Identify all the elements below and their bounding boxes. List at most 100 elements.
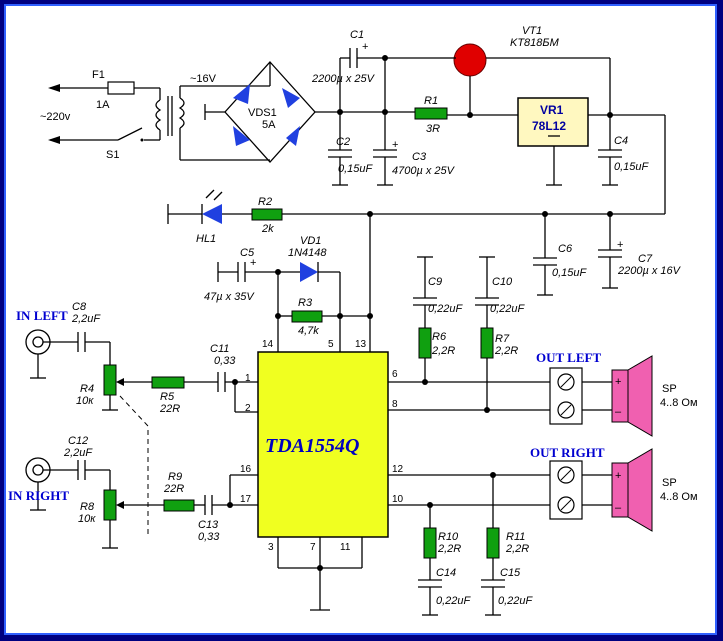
resistor-r6: R6 2,2R <box>418 305 455 382</box>
pot-r4: R4 10к <box>76 364 152 411</box>
resistor-r2: R2 2k <box>222 196 665 235</box>
secondary-voltage: ~16V <box>190 73 217 85</box>
resistor-r5: R5 22R <box>151 376 218 415</box>
svg-text:C8: C8 <box>72 301 87 313</box>
cap-c9: C9 0,22uF <box>413 256 464 315</box>
resistor-r3: R3 4,7k <box>278 297 370 337</box>
svg-text:C10: C10 <box>492 276 513 288</box>
svg-text:C7: C7 <box>638 253 653 265</box>
svg-text:10к: 10к <box>76 395 94 407</box>
svg-text:C11: C11 <box>210 343 229 355</box>
c2-value: 0,15uF <box>338 163 374 175</box>
svg-text:2,2uF: 2,2uF <box>71 313 101 325</box>
cap-c12: C12 2,2uF <box>63 435 111 490</box>
svg-text:3: 3 <box>268 542 274 553</box>
svg-text:C5: C5 <box>240 247 255 259</box>
speaker-right: + – SP 4..8 Ом <box>611 448 698 532</box>
bridge-ref: VDS1 <box>248 107 277 119</box>
in-left-label: IN LEFT <box>16 308 68 323</box>
svg-text:13: 13 <box>355 339 367 350</box>
svg-text:C12: C12 <box>68 435 88 447</box>
mains-voltage: ~220v <box>40 111 71 123</box>
svg-text:R1: R1 <box>424 95 438 107</box>
svg-text:R5: R5 <box>160 391 175 403</box>
svg-text:C13: C13 <box>198 519 219 531</box>
svg-text:3R: 3R <box>426 123 440 135</box>
svg-text:1N4148: 1N4148 <box>288 247 327 259</box>
cap-c5: + C5 47µ x 35V <box>204 247 300 303</box>
svg-text:+: + <box>615 470 621 482</box>
svg-text:+: + <box>617 239 623 251</box>
svg-text:4..8 Ом: 4..8 Ом <box>660 397 698 409</box>
svg-text:R6: R6 <box>432 331 447 343</box>
svg-text:0,15uF: 0,15uF <box>552 267 588 279</box>
terminal-out-left: OUT LEFT <box>536 350 612 425</box>
svg-text:R4: R4 <box>80 383 94 395</box>
vt1-ref: VT1 <box>522 25 542 37</box>
svg-text:–: – <box>615 406 622 418</box>
fuse-rating: 1A <box>96 99 110 111</box>
cap-c6: C6 0,15uF <box>533 214 588 296</box>
svg-text:C6: C6 <box>558 243 573 255</box>
svg-text:2200µ x 16V: 2200µ x 16V <box>617 265 682 277</box>
fuse-ref: F1 <box>92 69 105 81</box>
led-hl1: HL1 <box>167 189 223 245</box>
svg-text:R3: R3 <box>298 297 313 309</box>
svg-text:0,22uF: 0,22uF <box>490 303 526 315</box>
svg-text:0,22uF: 0,22uF <box>428 303 464 315</box>
switch-s1: S1 <box>106 127 161 161</box>
svg-text:SP: SP <box>662 383 677 395</box>
svg-text:R10: R10 <box>438 531 459 543</box>
chip-tda1554q: TDA1554Q 14 5 13 1 2 16 17 6 8 12 10 3 7… <box>240 339 404 553</box>
fuse-f1: F1 1A <box>92 69 161 111</box>
svg-text:7: 7 <box>310 542 316 553</box>
svg-text:R11: R11 <box>506 531 525 543</box>
svg-text:2: 2 <box>245 403 251 414</box>
svg-text:R9: R9 <box>168 471 182 483</box>
svg-text:0,15uF: 0,15uF <box>614 161 650 173</box>
svg-text:1: 1 <box>245 373 251 384</box>
cap-c7: + C7 2200µ x 16V <box>598 214 682 289</box>
svg-text:6: 6 <box>392 369 398 380</box>
resistor-r11: R11 2,2R <box>486 475 529 580</box>
svg-text:2k: 2k <box>261 223 274 235</box>
bridge-rating: 5A <box>262 119 276 131</box>
out-left-label: OUT LEFT <box>536 350 601 365</box>
svg-text:C3: C3 <box>412 151 427 163</box>
resistor-r9: R9 22R <box>163 471 205 512</box>
c3-value: 4700µ x 25V <box>392 165 456 177</box>
transformer: ~16V <box>155 62 271 161</box>
svg-text:14: 14 <box>262 339 274 350</box>
input-right-jack: IN RIGHT <box>8 457 78 511</box>
switch-ref: S1 <box>106 149 119 161</box>
c1-value: 2200µ x 25V <box>311 73 376 85</box>
svg-text:22R: 22R <box>159 403 180 415</box>
svg-text:R8: R8 <box>80 501 95 513</box>
svg-text:0,33: 0,33 <box>198 531 220 543</box>
regulator-vr1: VR1 78L12 <box>517 97 665 186</box>
cap-c10: C10 0,22uF <box>475 256 526 315</box>
vt1-part: KT818БМ <box>510 37 560 49</box>
svg-text:4..8 Ом: 4..8 Ом <box>660 491 698 503</box>
input-left-jack: IN LEFT <box>16 308 78 379</box>
svg-text:C9: C9 <box>428 276 442 288</box>
pot-r8: R8 10к <box>78 489 164 549</box>
chip-part: TDA1554Q <box>265 435 359 457</box>
svg-text:2,2R: 2,2R <box>494 345 518 357</box>
svg-text:C2: C2 <box>336 136 350 148</box>
svg-text:0,22uF: 0,22uF <box>498 595 534 607</box>
svg-text:R7: R7 <box>495 333 510 345</box>
transistor-vt1: VT1 KT818БМ <box>440 25 610 115</box>
svg-text:R2: R2 <box>258 196 272 208</box>
svg-text:C15: C15 <box>500 567 521 579</box>
svg-text:10: 10 <box>392 494 404 505</box>
svg-text:+: + <box>615 376 621 388</box>
svg-text:HL1: HL1 <box>196 233 216 245</box>
svg-text:11: 11 <box>340 542 351 553</box>
resistor-r1: R1 3R <box>414 95 518 135</box>
svg-text:2,2uF: 2,2uF <box>63 447 93 459</box>
bridge-vds1: VDS1 5A <box>204 61 340 163</box>
svg-text:0,33: 0,33 <box>214 355 236 367</box>
